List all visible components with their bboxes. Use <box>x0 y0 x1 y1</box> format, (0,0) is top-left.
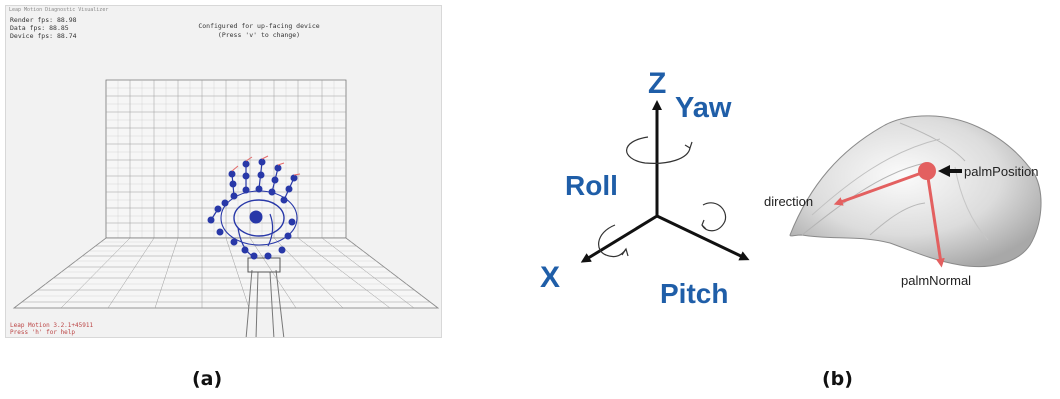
back-wall-grid <box>106 80 346 238</box>
palm-position-label: palmPosition <box>964 164 1038 179</box>
caption-b: (b) <box>822 368 853 390</box>
status-line-2: (Press 'v' to change) <box>217 31 301 39</box>
pitch-label: Pitch <box>660 278 728 309</box>
diagram-canvas: Z Yaw Roll X Pitch direction palmPositio… <box>540 67 1042 309</box>
x-axis-label: X <box>540 261 560 294</box>
palm-normal-label: palmNormal <box>901 273 971 288</box>
status-line-1: Configured for up-facing device <box>198 22 320 30</box>
arm-skeleton <box>245 257 285 337</box>
direction-label: direction <box>764 194 813 209</box>
palm-position-marker <box>918 162 936 180</box>
caption-a: (a) <box>192 368 223 390</box>
palm-position-pointer <box>938 165 962 177</box>
roll-label: Roll <box>565 170 618 201</box>
rotation-arrows <box>598 136 727 258</box>
version-label: Leap Motion 3.2.1+45911 <box>10 322 94 329</box>
hand-skeleton <box>207 158 298 260</box>
z-axis-label: Z <box>648 67 666 100</box>
visualizer-window: Leap Motion Diagnostic Visualizer Render… <box>5 5 442 338</box>
yaw-label: Yaw <box>675 92 732 124</box>
palm-vectors <box>833 169 945 268</box>
floor-grid <box>13 237 439 309</box>
visualizer-scene <box>12 79 440 337</box>
window-title: Leap Motion Diagnostic Visualizer <box>9 7 109 13</box>
axes <box>580 100 750 263</box>
hand-model <box>789 115 1042 268</box>
render-fps: Render fps: 88.98 <box>10 16 77 24</box>
fingertip-markers <box>231 155 301 176</box>
help-hint: Press 'h' for help <box>10 329 76 336</box>
orientation-diagram: Z Yaw Roll X Pitch direction palmPositio… <box>540 55 1055 320</box>
device-fps: Device fps: 88.74 <box>10 32 77 40</box>
data-fps: Data fps: 88.85 <box>10 24 69 32</box>
device-status: Configured for up-facing device (Press '… <box>184 22 334 40</box>
